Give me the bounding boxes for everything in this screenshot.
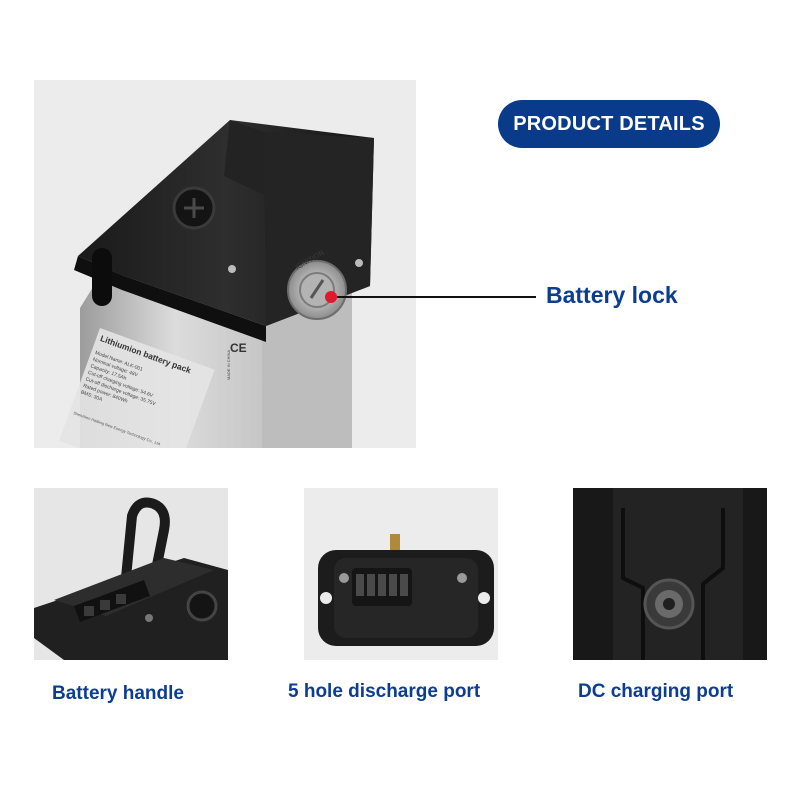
main-product-photo: IGNITION Lithiumion battery pack Model N… [34,80,416,448]
made-in-text: MADE IN CHINA [226,349,231,380]
battery-lock-label: Battery lock [546,282,678,308]
battery-handle-caption: Battery handle [52,683,184,704]
dc-charging-port-photo [573,488,767,660]
discharge-port-caption: 5 hole discharge port [288,681,481,702]
ce-mark: CE [230,341,247,355]
dc-charging-port-caption: DC charging port [578,681,734,702]
callout-line [331,296,536,298]
product-details-badge: PRODUCT DETAILS [498,100,720,148]
product-details-label: PRODUCT DETAILS [513,112,705,135]
callout-dot [325,291,337,303]
battery-handle-photo [34,488,228,660]
discharge-port-photo [304,488,498,660]
